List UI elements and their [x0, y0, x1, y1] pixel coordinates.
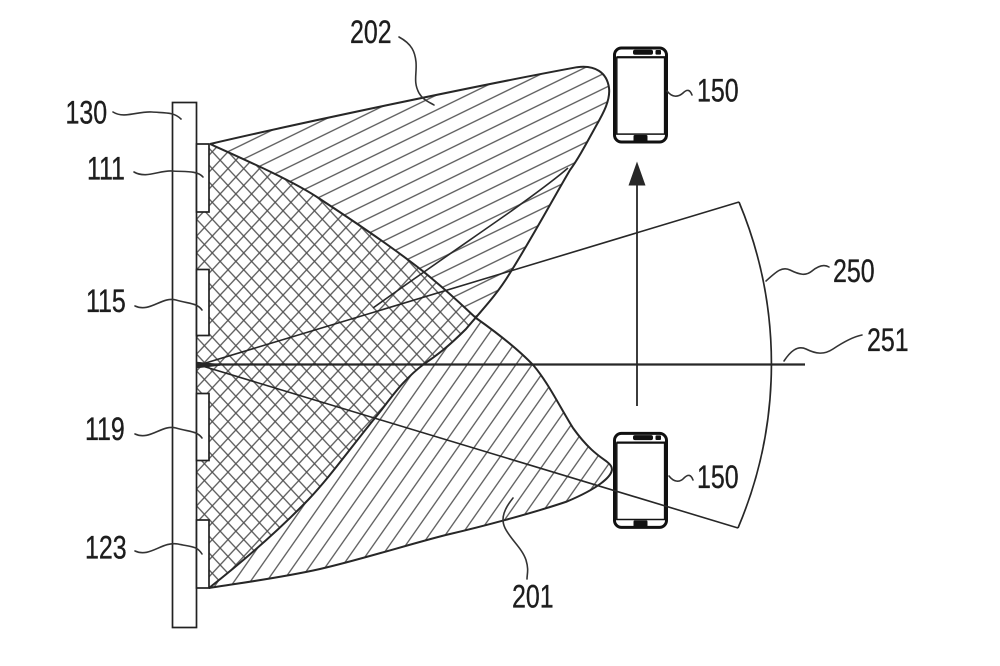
svg-text:150: 150: [697, 460, 739, 496]
svg-text:123: 123: [85, 531, 127, 567]
svg-text:119: 119: [85, 412, 125, 448]
svg-text:130: 130: [66, 96, 108, 132]
svg-text:250: 250: [833, 254, 875, 290]
svg-text:251: 251: [867, 323, 909, 359]
svg-text:111: 111: [87, 152, 125, 188]
svg-text:115: 115: [86, 284, 126, 320]
svg-text:150: 150: [697, 74, 739, 110]
svg-text:202: 202: [350, 15, 392, 51]
svg-text:201: 201: [512, 580, 554, 616]
